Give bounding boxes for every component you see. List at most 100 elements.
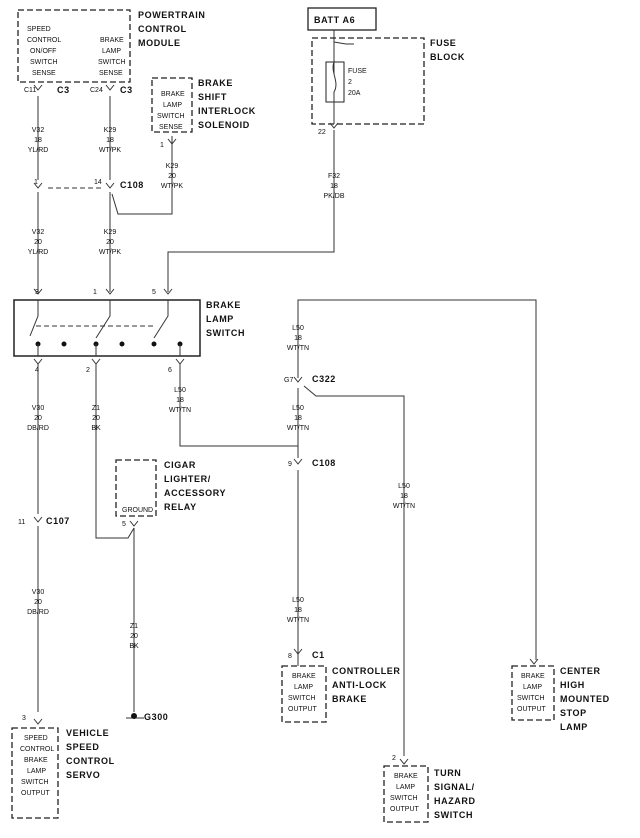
- connector-chevron: [105, 288, 115, 295]
- svg-text:L50: L50: [292, 597, 304, 604]
- connector-chevron: [163, 288, 173, 295]
- connector-c108-top: 1 14 C108: [34, 179, 143, 190]
- cigar-lighter-accessory-relay: CIGAR LIGHTER/ ACCESSORY RELAY GROUND 5: [115, 459, 225, 528]
- wire-v30-b: V30 20 DB/RD: [27, 589, 49, 616]
- svg-text:WT/TN: WT/TN: [287, 345, 309, 352]
- svg-text:SPEED: SPEED: [66, 742, 100, 752]
- svg-text:TURN: TURN: [434, 768, 461, 778]
- svg-text:BRAKE: BRAKE: [206, 300, 241, 310]
- brake-shift-interlock-solenoid: BRAKE SHIFT INTERLOCK SOLENOID BRAKE LAM…: [151, 77, 256, 149]
- svg-text:SIGNAL/: SIGNAL/: [434, 782, 475, 792]
- connector-c108-mid: 9 C108: [288, 458, 336, 468]
- svg-text:V32: V32: [32, 229, 45, 236]
- svg-text:OUTPUT: OUTPUT: [288, 706, 318, 713]
- svg-text:K29: K29: [166, 163, 179, 170]
- svg-text:C108: C108: [312, 458, 336, 468]
- svg-text:14: 14: [94, 179, 102, 186]
- pcm-title-2: CONTROL: [138, 24, 187, 34]
- svg-text:2: 2: [348, 79, 352, 86]
- connector-chevron: [529, 658, 539, 665]
- svg-text:22: 22: [318, 129, 326, 136]
- svg-text:G300: G300: [144, 712, 168, 722]
- svg-text:18: 18: [400, 493, 408, 500]
- svg-text:C322: C322: [312, 374, 336, 384]
- svg-text:1: 1: [34, 179, 38, 186]
- svg-text:2: 2: [86, 367, 90, 374]
- svg-text:SWITCH: SWITCH: [157, 113, 185, 120]
- connector-chevron: [293, 376, 303, 383]
- pcm-title-1: POWERTRAIN: [138, 10, 206, 20]
- connector-chevron: [105, 182, 115, 189]
- svg-text:BRAKE: BRAKE: [161, 91, 185, 98]
- svg-text:18: 18: [106, 137, 114, 144]
- svg-text:WT/TN: WT/TN: [287, 425, 309, 432]
- svg-text:F32: F32: [328, 173, 340, 180]
- svg-text:INTERLOCK: INTERLOCK: [198, 106, 256, 116]
- svg-text:BRAKE: BRAKE: [100, 37, 124, 44]
- connector-chevron: [175, 358, 185, 365]
- svg-text:CENTER: CENTER: [560, 666, 601, 676]
- svg-text:DB/RD: DB/RD: [27, 609, 49, 616]
- svg-text:20: 20: [168, 173, 176, 180]
- svg-text:18: 18: [176, 397, 184, 404]
- svg-text:L50: L50: [292, 325, 304, 332]
- svg-text:WT/PK: WT/PK: [99, 147, 121, 154]
- svg-text:V30: V30: [32, 589, 45, 596]
- svg-text:6: 6: [168, 367, 172, 374]
- ground-g300: G300: [131, 712, 168, 722]
- wire-l50-pin6: L50 18 WT/TN: [169, 387, 191, 414]
- svg-text:BATT A6: BATT A6: [314, 15, 355, 25]
- connector-chevron: [329, 122, 339, 129]
- svg-text:Z1: Z1: [92, 405, 100, 412]
- svg-text:20: 20: [130, 633, 138, 640]
- svg-text:BRAKE: BRAKE: [24, 757, 48, 764]
- svg-text:BRAKE: BRAKE: [521, 673, 545, 680]
- svg-text:L50: L50: [398, 483, 410, 490]
- svg-text:LAMP: LAMP: [560, 722, 588, 732]
- svg-text:20: 20: [34, 599, 42, 606]
- pcm-title-3: MODULE: [138, 38, 181, 48]
- connector-chevron: [33, 718, 43, 725]
- svg-text:2: 2: [392, 755, 396, 762]
- svg-text:18: 18: [330, 183, 338, 190]
- svg-text:PK/DB: PK/DB: [323, 193, 344, 200]
- connector-chevron: [293, 458, 303, 465]
- connector-c322: G7 C322: [284, 374, 336, 384]
- svg-text:LAMP: LAMP: [163, 102, 182, 109]
- svg-text:L50: L50: [292, 405, 304, 412]
- wire-z1-a: Z1 20 BK: [91, 405, 101, 432]
- svg-text:8: 8: [288, 653, 292, 660]
- svg-text:SENSE: SENSE: [32, 70, 56, 77]
- svg-text:CONTROL: CONTROL: [20, 746, 54, 753]
- svg-text:BRAKE: BRAKE: [394, 773, 418, 780]
- wire-l50-abs: L50 18 WT/TN: [287, 597, 309, 624]
- svg-text:BK: BK: [91, 425, 101, 432]
- svg-text:1: 1: [93, 289, 97, 296]
- svg-text:18: 18: [294, 415, 302, 422]
- svg-text:WT/PK: WT/PK: [161, 183, 183, 190]
- svg-text:SHIFT: SHIFT: [198, 92, 227, 102]
- svg-text:C3: C3: [57, 85, 70, 95]
- svg-text:HAZARD: HAZARD: [434, 796, 476, 806]
- svg-text:LIGHTER/: LIGHTER/: [164, 474, 211, 484]
- svg-text:V32: V32: [32, 127, 45, 134]
- connector-chevron: [33, 288, 43, 295]
- svg-text:C107: C107: [46, 516, 70, 526]
- svg-text:11: 11: [18, 519, 25, 526]
- connector-chevron: [33, 84, 43, 91]
- svg-text:20A: 20A: [348, 90, 361, 97]
- connector-chevron: [293, 648, 303, 655]
- controller-anti-lock-brake: CONTROLLER ANTI-LOCK BRAKE BRAKE LAMP SW…: [281, 650, 400, 723]
- svg-text:20: 20: [34, 239, 42, 246]
- svg-text:SENSE: SENSE: [99, 70, 123, 77]
- wire-f32: F32 18 PK/DB: [323, 173, 344, 200]
- center-high-mounted-stop-lamp: CENTER HIGH MOUNTED STOP LAMP BRAKE LAMP…: [511, 665, 609, 732]
- svg-text:SWITCH: SWITCH: [98, 59, 126, 66]
- svg-text:20: 20: [34, 415, 42, 422]
- batt-a6: BATT A6: [307, 7, 377, 31]
- svg-text:WT/TN: WT/TN: [169, 407, 191, 414]
- vehicle-speed-control-servo: VEHICLE SPEED CONTROL SERVO SPEED CONTRO…: [11, 715, 114, 819]
- svg-text:SPEED: SPEED: [24, 735, 48, 742]
- svg-text:CIGAR: CIGAR: [164, 460, 196, 470]
